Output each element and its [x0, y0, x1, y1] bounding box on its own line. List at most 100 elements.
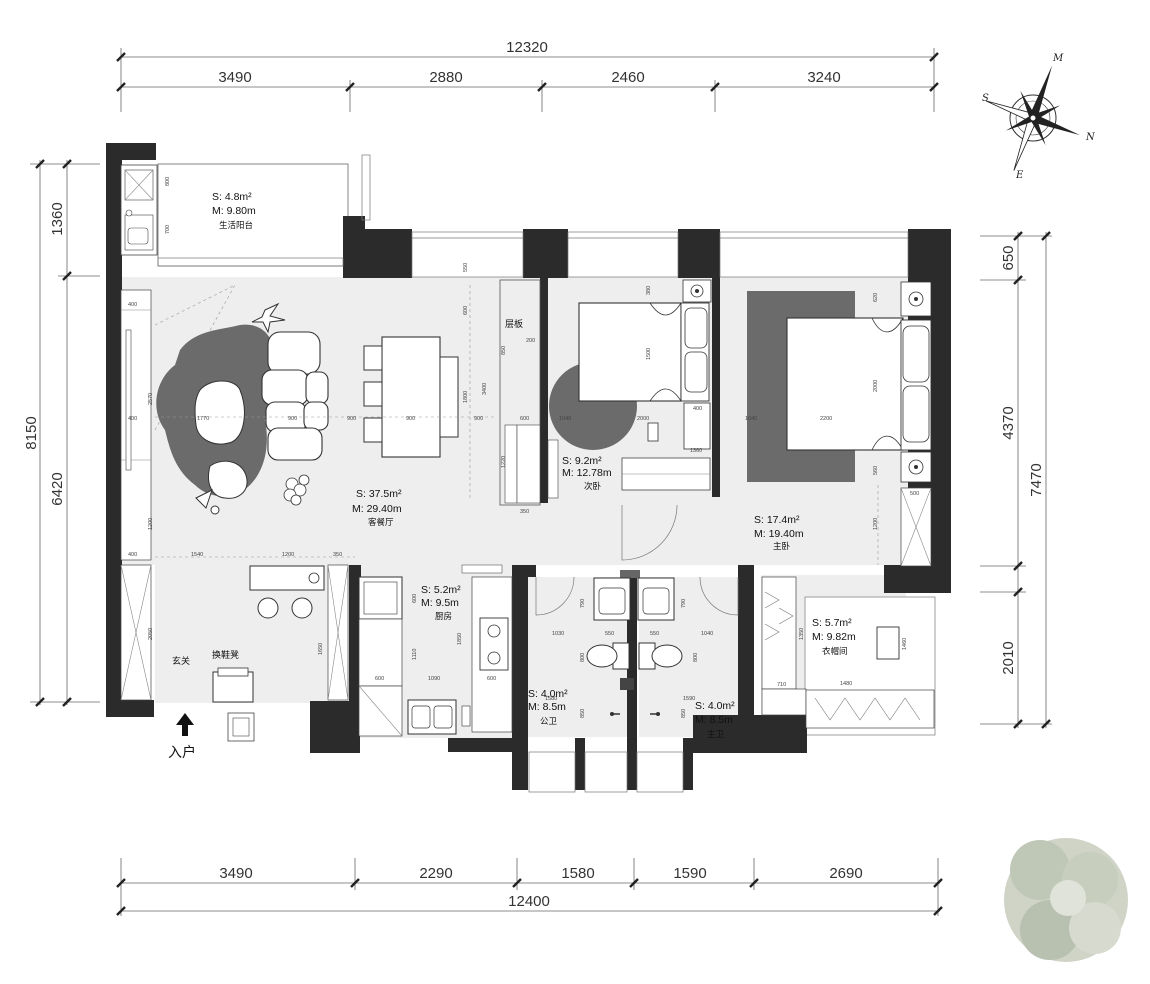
master-bedroom-name: 主卧 [773, 541, 791, 552]
entry-arrow-icon [176, 713, 194, 736]
small-dim: 200 [526, 338, 535, 344]
public-bath-area: S: 4.0m² [528, 688, 568, 700]
small-dim: 550 [463, 263, 469, 272]
small-dim: 1090 [428, 676, 440, 682]
bottom-total-dim: 12400 [508, 893, 550, 910]
living-area: S: 37.5m² [356, 488, 402, 500]
master-bedroom: S: 17.4m² M: 19.40m 主卧 [747, 281, 932, 567]
small-dim: 550 [605, 631, 614, 637]
balcony-perimeter: M: 9.80m [212, 205, 256, 217]
compass-s: S [982, 93, 989, 104]
kitchen-name: 厨房 [435, 611, 452, 622]
small-dim: 900 [474, 416, 483, 422]
lounge-chair [195, 460, 248, 515]
small-dim: 620 [873, 293, 879, 302]
sofa [261, 331, 329, 461]
small-dim: 900 [406, 416, 415, 422]
windows [157, 154, 909, 793]
master-bath-name: 主卫 [707, 729, 725, 740]
cloakroom: S: 5.7m² M: 9.82m 衣帽间 [761, 576, 935, 729]
small-dim: 1220 [501, 456, 507, 468]
entry-label: 入户 [168, 744, 196, 761]
balcony-area: S: 4.8m² [212, 191, 252, 203]
small-dim: 600 [487, 676, 496, 682]
master-bed [786, 317, 904, 451]
right-total-dim: 7470 [1028, 463, 1045, 496]
kitchen: S: 5.2m² M: 9.5m 厨房 [358, 564, 513, 737]
small-dimensions: 1770 900 900 900 900 1540 1200 350 400 4… [128, 177, 919, 718]
left-dim-1: 1360 [49, 202, 66, 235]
tree-icon [1004, 838, 1128, 962]
bottom-dim-4: 1590 [673, 865, 706, 882]
foyer-label: 玄关 [172, 655, 190, 667]
right-dim-2: 4370 [1000, 406, 1017, 439]
right-dimensions: 650 4370 2010 7470 [980, 231, 1052, 729]
small-dim: 790 [580, 599, 586, 608]
shoe-bench-label: 换鞋凳 [212, 649, 239, 661]
small-dim: 2000 [637, 416, 649, 422]
small-dim: 1800 [463, 391, 469, 403]
small-dim: 1350 [799, 628, 805, 640]
small-dim: 1040 [701, 631, 713, 637]
small-dim: 850 [501, 346, 507, 355]
second-bedroom-perimeter: M: 12.78m [562, 467, 612, 479]
second-bedroom-name: 次卧 [584, 481, 602, 492]
small-dim: 1110 [412, 649, 418, 660]
small-dim: 380 [646, 286, 652, 295]
balcony-name: 生活阳台 [219, 220, 253, 231]
right-dim-1: 650 [1000, 245, 1017, 270]
small-dim: 900 [347, 416, 356, 422]
small-dim: 1850 [457, 633, 463, 645]
small-dim: 1040 [745, 416, 757, 422]
top-dim-1: 3490 [218, 69, 251, 86]
compass-e: E [1015, 170, 1024, 181]
second-bed [578, 302, 682, 402]
coffee-table [194, 380, 245, 445]
shelf-label: 层板 [505, 318, 523, 330]
small-dim: 600 [520, 416, 529, 422]
small-dim: 800 [165, 177, 171, 186]
master-bath-area: S: 4.0m² [695, 700, 735, 712]
small-dim: 600 [463, 306, 469, 315]
living-room: S: 37.5m² M: 29.40m 客餐厅 层板 [120, 279, 541, 701]
compass-m: M [1052, 53, 1064, 64]
living-name: 客餐厅 [368, 517, 394, 528]
master-bedroom-area: S: 17.4m² [754, 514, 800, 526]
small-dim: 1650 [318, 643, 324, 655]
right-dim-3: 2010 [1000, 641, 1017, 674]
small-dim: 1360 [690, 448, 702, 454]
flower-decor [283, 474, 310, 506]
bottom-dim-1: 3490 [219, 865, 252, 882]
small-dim: 1200 [148, 518, 154, 530]
small-dim: 1200 [282, 552, 294, 558]
small-dim: 560 [873, 466, 879, 475]
public-bath-perimeter: M: 8.5m [528, 701, 566, 713]
compass-icon: M S N E [982, 53, 1096, 181]
master-bath-perimeter: M: 8.5m [695, 714, 733, 726]
top-total-dim: 12320 [506, 39, 548, 56]
doors [535, 504, 739, 616]
cloakroom-name: 衣帽间 [822, 646, 848, 657]
top-dim-2: 2880 [429, 69, 462, 86]
small-dim: 400 [693, 406, 702, 412]
small-dim: 700 [165, 225, 171, 234]
small-dim: 500 [910, 491, 919, 497]
second-bedroom-area: S: 9.2m² [562, 455, 602, 467]
small-dim: 400 [128, 416, 137, 422]
small-dim: 2050 [148, 628, 154, 640]
kitchen-area: S: 5.2m² [421, 584, 461, 596]
cloakroom-perimeter: M: 9.82m [812, 631, 856, 643]
small-dim: 900 [288, 416, 297, 422]
bottom-dim-2: 2290 [419, 865, 452, 882]
small-dim: 1460 [902, 638, 908, 650]
left-dimensions: 8150 1360 6420 [23, 159, 100, 707]
top-dim-4: 3240 [807, 69, 840, 86]
small-dim: 710 [777, 682, 786, 688]
small-dim: 400 [128, 552, 137, 558]
small-dim: 800 [580, 653, 586, 662]
small-dim: 1580 [545, 696, 557, 702]
top-dimensions: 12320 3490 2880 2460 3240 [116, 39, 939, 112]
bathrooms: S: 4.0m² M: 8.5m 公卫 S: 4.0m² M: 8.5m 主卫 [528, 577, 735, 740]
small-dim: 790 [681, 599, 687, 608]
